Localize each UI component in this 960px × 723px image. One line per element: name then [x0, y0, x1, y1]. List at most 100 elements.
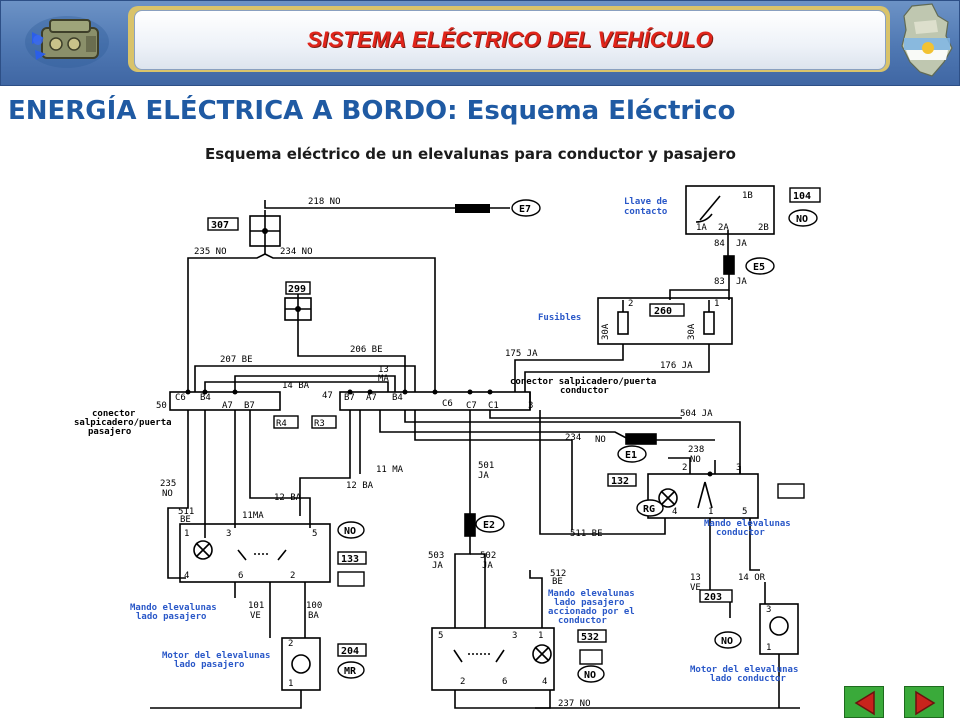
wire-502-color: JA [482, 561, 493, 571]
pin-1-pd: 1 [538, 631, 543, 641]
pin-5-pd: 5 [438, 631, 443, 641]
label-fusibles: Fusibles [538, 312, 581, 323]
code-rg: RG [643, 504, 655, 515]
relay-r4: R4 [276, 419, 287, 429]
pin-c6-left: C6 [175, 393, 186, 403]
wire-11: 11 MA [376, 465, 404, 475]
code-532: 532 [581, 632, 599, 643]
wire-14or: 14 OR [738, 573, 766, 583]
ground-e1: E1 [625, 450, 637, 461]
wire-234b-color: NO [595, 435, 606, 445]
pin-5-passenger: 5 [312, 529, 317, 539]
label-mando-pas-2: lado pasajero [136, 611, 206, 622]
wire-235: 235 NO [194, 247, 227, 257]
ground-e2: E2 [483, 520, 495, 531]
pin-3-connector: 3 [528, 401, 533, 411]
wire-503-color: JA [432, 561, 443, 571]
wire-206: 206 BE [350, 345, 383, 355]
pin-b4-right: B4 [392, 393, 403, 403]
wire-238-color: NO [690, 455, 701, 465]
pin-5-driver: 5 [742, 507, 747, 517]
page-subheading: Esquema eléctrico de un elevalunas para … [205, 145, 736, 163]
next-slide-button[interactable] [904, 686, 944, 718]
wire-235b-color: NO [162, 489, 173, 499]
pin-b4-left: B4 [200, 393, 211, 403]
code-307: 307 [211, 220, 229, 231]
pin-c7: C7 [466, 401, 477, 411]
label-conector-pas-2: salpicadero/puerta [74, 417, 172, 428]
label-conector-pas-1: conector [92, 409, 136, 419]
pin-c1: C1 [488, 401, 499, 411]
pin-1a: 1A [696, 223, 707, 233]
wire-12ba: 12 BA [274, 493, 302, 503]
wire-100-color: BA [308, 611, 319, 621]
pin-2b: 2B [758, 223, 769, 233]
label-mando-pd-1: Mando elevalunas [548, 589, 635, 599]
wire-504: 504 JA [680, 409, 713, 419]
wire-13-color: MA [378, 374, 389, 384]
pin-3-motor-d: 3 [766, 605, 771, 615]
wire-237: 237 NO [558, 699, 591, 709]
code-133: 133 [341, 554, 359, 565]
pin-2-pd: 2 [460, 677, 465, 687]
pin-3-passenger: 3 [226, 529, 231, 539]
pin-b7-right: B7 [344, 393, 355, 403]
label-mando-pas-1: Mando elevalunas [130, 603, 217, 613]
wire-83-color: JA [736, 277, 747, 287]
label-mando-cond-2: conductor [716, 528, 765, 538]
label-conector-cond-1: conector salpicadero/puerta [510, 376, 656, 387]
pin-1b: 1B [742, 191, 753, 201]
pin-2-passenger: 2 [290, 571, 295, 581]
header-title: SISTEMA ELÉCTRICO DEL VEHÍCULO [307, 27, 713, 52]
code-mr: MR [344, 666, 357, 677]
pin-2-motor-p: 2 [288, 639, 293, 649]
wire-234: 234 NO [280, 247, 313, 257]
pin-1-driver: 1 [708, 507, 713, 517]
label-mando-pd-4: conductor [558, 616, 607, 626]
wire-512: 512 [550, 569, 566, 579]
wire-501: 501 [478, 461, 494, 471]
pin-4-passenger: 4 [184, 571, 189, 581]
fuse-pin-2: 2 [628, 299, 633, 309]
code-204: 204 [341, 646, 359, 657]
code-no-3: NO [584, 670, 596, 681]
ground-e7: E7 [519, 204, 531, 215]
label-conector-cond-2: conductor [560, 386, 609, 396]
ground-e5: E5 [753, 262, 765, 273]
wire-511: 511 [178, 507, 194, 517]
wire-11ma: 11MA [242, 511, 264, 521]
wire-13ve-color: VE [690, 583, 701, 593]
relay-r3: R3 [314, 419, 325, 429]
label-motor-pas-2: lado pasajero [174, 659, 244, 670]
wire-502: 502 [480, 551, 496, 561]
pin-a7-left: A7 [222, 401, 233, 411]
code-132: 132 [611, 476, 629, 487]
pin-3-pd: 3 [512, 631, 517, 641]
wire-84-color: JA [736, 239, 747, 249]
wire-218: 218 NO [308, 197, 341, 207]
next-triangle-icon [915, 690, 936, 716]
wire-511-color: BE [180, 515, 191, 525]
code-no-4: NO [721, 636, 733, 647]
pin-47: 47 [322, 391, 333, 401]
label-mando-pd-3: accionado por el [548, 606, 635, 617]
wire-14: 14 BA [282, 381, 310, 391]
pin-c6-right: C6 [442, 399, 453, 409]
code-no-2: NO [344, 526, 356, 537]
pin-3-driver: 3 [736, 463, 741, 473]
wire-512-color: BE [552, 577, 563, 587]
wire-176: 176 JA [660, 361, 693, 371]
wire-511be: 511 BE [570, 529, 603, 539]
pin-50: 50 [156, 401, 167, 411]
label-motor-pas-1: Motor del elevalunas [162, 651, 270, 661]
pin-b7-left: B7 [244, 401, 255, 411]
wire-101-color: VE [250, 611, 261, 621]
wire-175: 175 JA [505, 349, 538, 359]
wire-12: 12 BA [346, 481, 374, 491]
engine-logo-icon [22, 10, 112, 70]
fuse-pin-1: 1 [714, 299, 719, 309]
pin-4-pd: 4 [542, 677, 547, 687]
previous-slide-button[interactable] [844, 686, 884, 718]
wire-207: 207 BE [220, 355, 253, 365]
map-flag-logo-icon [892, 2, 958, 82]
